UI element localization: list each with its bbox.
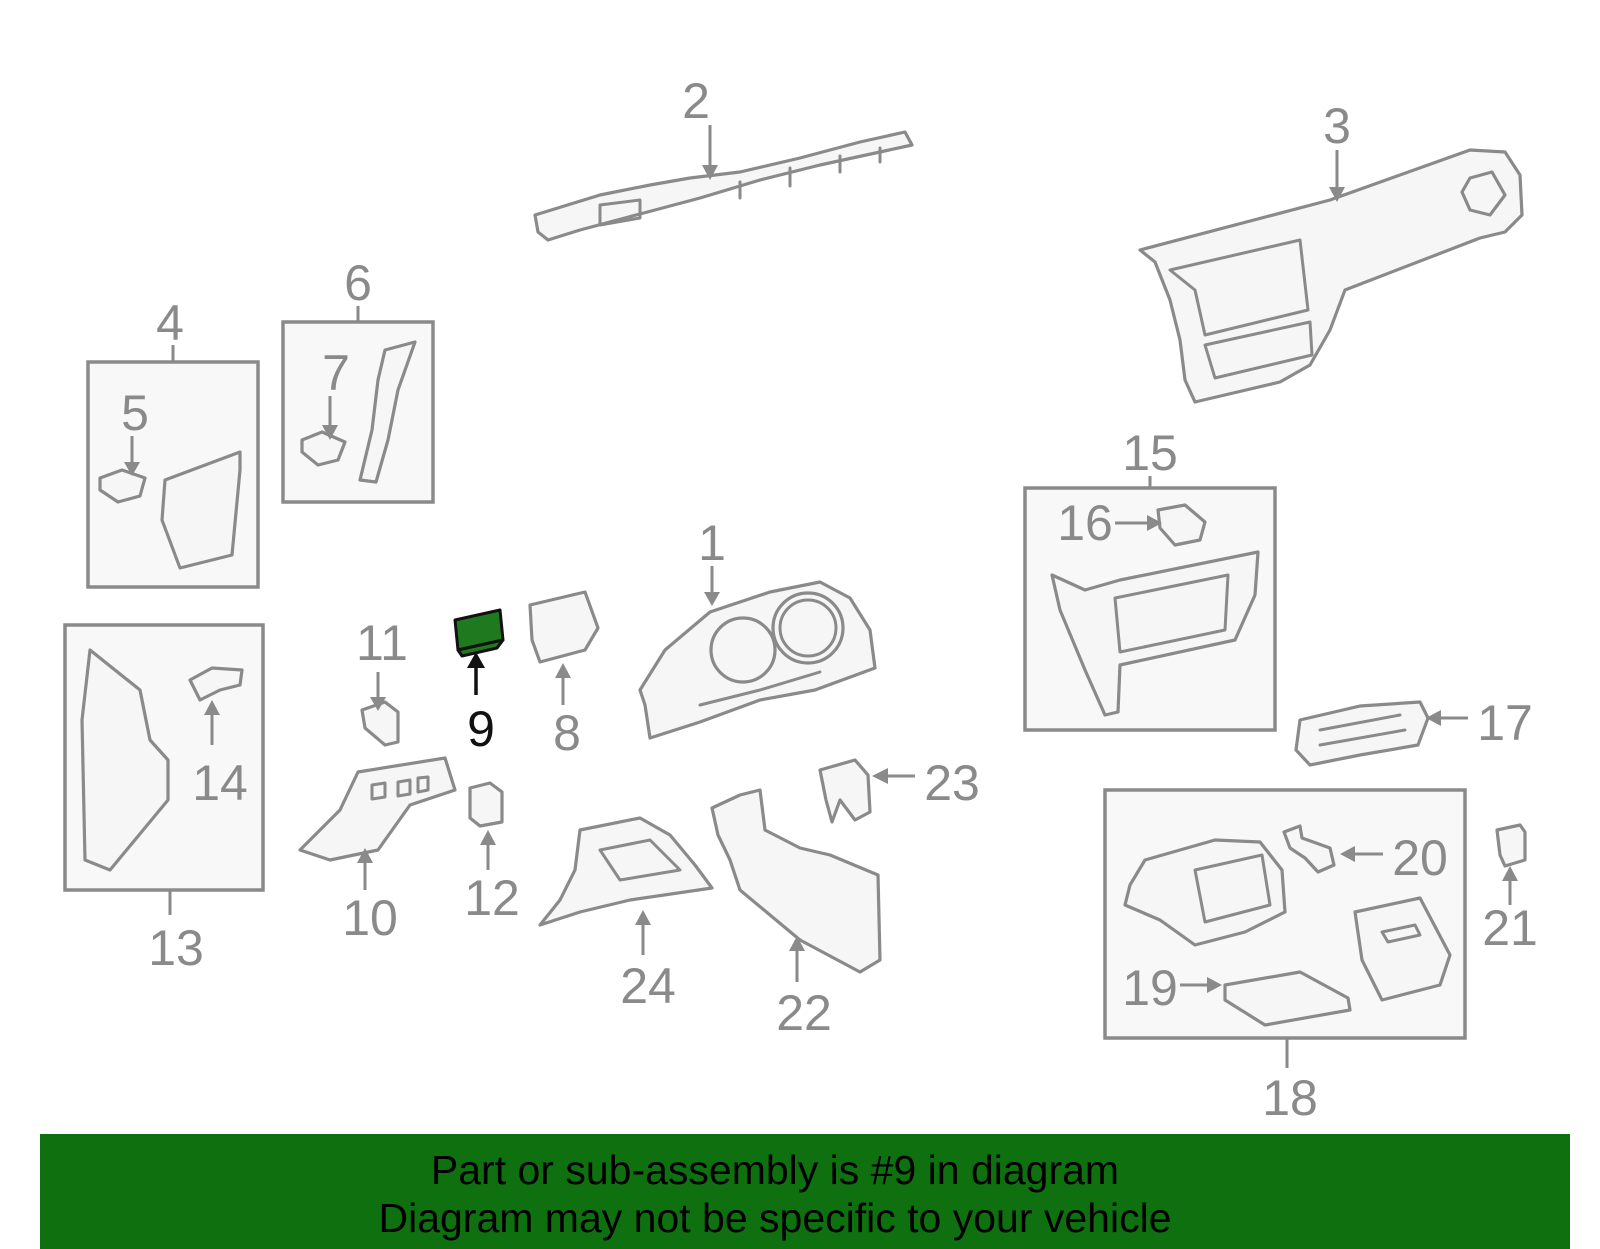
arrow-11 <box>370 672 386 711</box>
label-23: 23 <box>924 755 980 811</box>
label-17: 17 <box>1477 695 1533 751</box>
part-1-cluster-bezel <box>638 580 877 740</box>
arrow-12 <box>480 830 496 870</box>
label-16: 16 <box>1057 495 1113 551</box>
label-14: 14 <box>192 755 248 811</box>
part-12-connector <box>468 781 504 828</box>
arrow-2 <box>702 125 718 180</box>
arrow-1 <box>704 566 720 606</box>
label-1: 1 <box>698 515 726 571</box>
label-19: 19 <box>1122 960 1178 1016</box>
label-7: 7 <box>322 345 350 401</box>
label-3: 3 <box>1323 98 1351 154</box>
label-5: 5 <box>121 385 149 441</box>
label-15: 15 <box>1122 425 1178 481</box>
label-24: 24 <box>620 958 676 1014</box>
arrow-7 <box>322 396 338 440</box>
label-10: 10 <box>342 890 398 946</box>
arrow-21 <box>1502 866 1518 905</box>
label-12: 12 <box>464 870 520 926</box>
label-21: 21 <box>1482 900 1538 956</box>
part-20-bolt <box>1282 824 1336 874</box>
part-19-tray <box>1223 970 1352 1027</box>
label-9: 9 <box>467 701 495 757</box>
label-20: 20 <box>1392 830 1448 886</box>
arrow-8 <box>555 663 571 705</box>
arrow-20 <box>1340 846 1383 862</box>
arrow-22 <box>789 936 805 982</box>
part-9-highlighted <box>453 608 505 658</box>
label-18: 18 <box>1262 1070 1318 1126</box>
arrow-14 <box>204 700 220 745</box>
part-18-glove-box-door <box>1353 896 1452 1002</box>
part-23-bracket <box>818 758 872 824</box>
part-21-clip <box>1495 823 1527 868</box>
label-22: 22 <box>776 985 832 1041</box>
part-2-dash-upper-trim <box>533 130 914 242</box>
part-8-vent-cover <box>528 590 600 664</box>
part-22-center-lower-panel <box>710 788 882 974</box>
label-11: 11 <box>356 615 408 671</box>
arrow-24 <box>635 910 651 955</box>
part-17-switch-module <box>1294 700 1430 767</box>
label-13: 13 <box>148 920 204 976</box>
arrow-17 <box>1426 710 1468 726</box>
part-13-kick-panel <box>80 648 170 872</box>
label-2: 2 <box>682 73 710 129</box>
part-18-glove-box <box>1123 838 1287 947</box>
part-14-clip <box>188 666 244 702</box>
part-11-clip <box>360 700 400 747</box>
label-4: 4 <box>156 295 184 351</box>
part-6-pillar-trim <box>358 340 417 484</box>
part-15-center-bezel <box>1050 550 1260 717</box>
arrow-9 <box>467 652 485 695</box>
part-16-clip <box>1156 503 1207 547</box>
arrow-19 <box>1180 977 1222 993</box>
part-3-instrument-panel <box>1138 148 1524 404</box>
banner-line-2: Diagram may not be specific to your vehi… <box>378 1195 1172 1241</box>
part-10-switch-panel <box>298 756 457 862</box>
banner-line-1: Part or sub-assembly is #9 in diagram <box>430 1147 1120 1193</box>
label-8: 8 <box>553 705 581 761</box>
part-5-clip <box>98 468 147 504</box>
part-4-side-panel <box>160 450 242 570</box>
arrow-5 <box>124 436 140 476</box>
part-7-clip <box>300 430 347 467</box>
part-24-lower-panel <box>538 816 714 927</box>
info-banner: Part or sub-assembly is #9 in diagram Di… <box>40 1134 1570 1249</box>
label-6: 6 <box>344 255 372 311</box>
arrow-10 <box>357 848 373 890</box>
arrow-16 <box>1115 515 1162 531</box>
arrow-3 <box>1329 150 1345 202</box>
arrow-23 <box>872 768 915 784</box>
